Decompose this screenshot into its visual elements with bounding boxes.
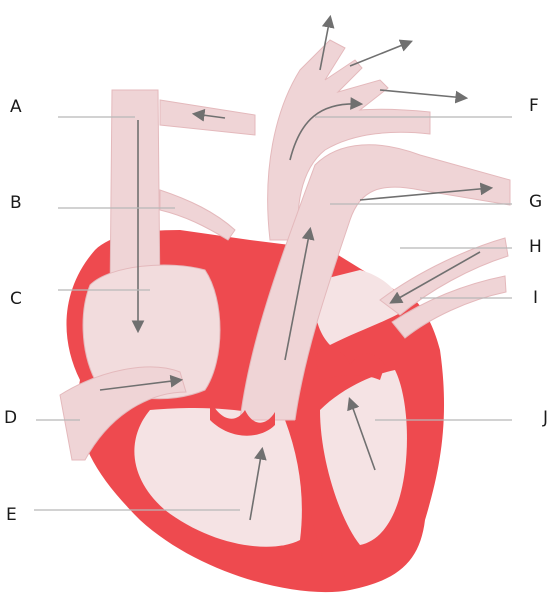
label-c: C bbox=[10, 289, 22, 309]
label-h: H bbox=[529, 237, 542, 257]
label-f: F bbox=[529, 96, 539, 116]
label-a: A bbox=[10, 97, 22, 117]
label-b: B bbox=[10, 193, 22, 213]
right-pulmonary-artery bbox=[160, 100, 255, 135]
label-d: D bbox=[4, 408, 17, 428]
label-j: J bbox=[543, 408, 548, 428]
label-g: G bbox=[529, 192, 542, 212]
label-e: E bbox=[6, 505, 17, 525]
label-i: I bbox=[533, 288, 538, 308]
